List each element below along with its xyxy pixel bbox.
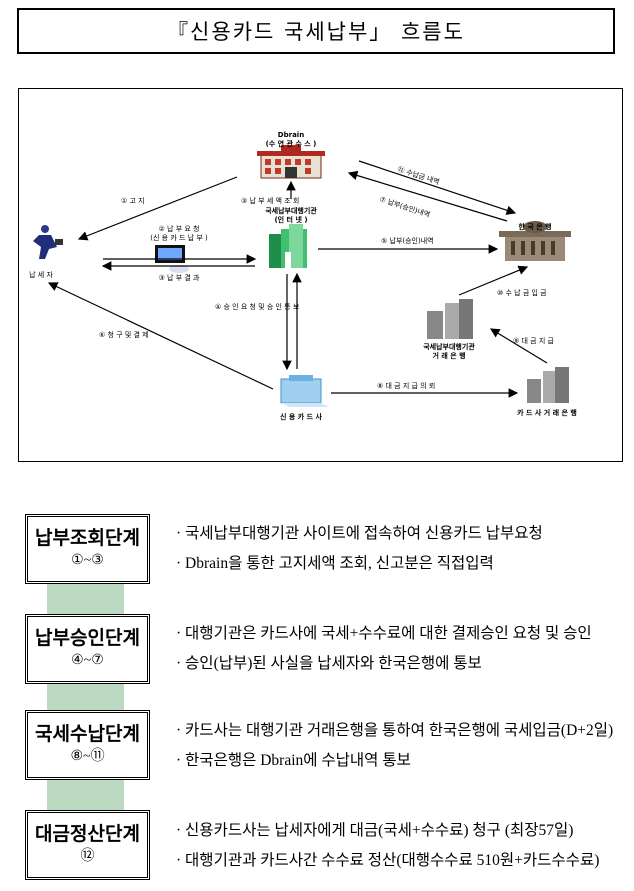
arrow-approval-to-dbrain [347, 170, 508, 222]
stage-range: ①~③ [71, 553, 104, 568]
arrow-payment [489, 328, 548, 364]
stage-description: 국세납부대행기관 사이트에 접속하여 신용카드 납부요청 Dbrain을 통한 … [176, 519, 626, 579]
card-company-building-icon [280, 375, 329, 407]
flow-diagram-canvas: Dbrain (수 연 관 수 스 ) 국세납부대행기관 (인 터 넷 ) 납 … [29, 131, 577, 421]
stage-description: 대행기관은 카드사에 국세+수수료에 대한 결제승인 요청 및 승인 승인(납부… [176, 619, 626, 679]
taxpayer-person-icon [33, 225, 63, 259]
stage-range: ⑧~⑪ [70, 749, 105, 764]
arrow-label-5: ⑤ 납부(승인)내역 [381, 236, 434, 245]
stage-name: 국세수납단계 [35, 724, 140, 745]
arrow-label-7: ⑦ 납부(승인)내역 [378, 194, 431, 219]
stage-description-line: Dbrain을 통한 고지세액 조회, 신고분은 직접입력 [176, 549, 626, 579]
stage-box: 국세수납단계 ⑧~⑪ [25, 710, 150, 780]
dbrain-label: Dbrain [278, 131, 304, 139]
page-title: 『신용카드 국세납부」 흐름도 [17, 8, 615, 54]
arrow-receipt-details [358, 160, 517, 215]
stage-name: 납부조회단계 [35, 528, 140, 549]
agency-bank-label: 국세납부대행기관 [423, 342, 475, 351]
stage-connector [47, 584, 124, 618]
bank-of-korea-label: 한 국 은 행 [518, 222, 551, 231]
arrow-notice [77, 176, 238, 241]
stage-box: 납부조회단계 ①~③ [25, 514, 150, 584]
stage-description-line: 신용카드사는 납세자에게 대금(국세+수수료) 청구 (최장57일) [176, 816, 626, 846]
stage-range: ④~⑦ [71, 653, 104, 668]
stage-box: 납부승인단계 ④~⑦ [25, 614, 150, 684]
stage-description-line: 승인(납부)된 사실을 납세자와 한국은행에 통보 [176, 649, 626, 679]
arrow-label-3: ③ 납 부 결 과 [159, 273, 200, 282]
stage-name: 대금정산단계 [35, 824, 140, 845]
stage-name: 납부승인단계 [35, 628, 140, 649]
arrow-billing [47, 282, 274, 390]
stage-description: 카드사는 대행기관 거래은행을 통하여 한국은행에 국세입금(D+2일) 한국은… [176, 716, 626, 776]
bank-of-korea-building-icon [499, 221, 571, 261]
taxpayer-label: 납 세 자 [29, 270, 53, 279]
stage-description-line: 카드사는 대행기관 거래은행을 통하여 한국은행에 국세입금(D+2일) [176, 716, 626, 746]
card-bank-building-icon [527, 367, 569, 403]
arrow-deposit [458, 265, 529, 296]
arrow-label-9: ⑨ 대 금 지 급 [513, 336, 554, 345]
stage-description-line: 대행기관은 카드사에 국세+수수료에 대한 결제승인 요청 및 승인 [176, 619, 626, 649]
arrow-label-2: ② 납 부 요 청 [159, 224, 200, 233]
arrow-label-10: ⑩ 수 납 금 입 금 [497, 288, 547, 297]
dbrain-building-icon [257, 145, 325, 179]
stage-box: 대금정산단계 ⑫ [25, 810, 150, 880]
stage-description-line: 한국은행은 Dbrain에 수납내역 통보 [176, 746, 626, 776]
card-bank-label: 카 드 사 거 래 은 행 [517, 408, 577, 417]
arrow-label-8: ⑧ 대 금 지 급 의 뢰 [377, 381, 435, 390]
agency-bank-building-icon [427, 299, 473, 339]
agency-sublabel: (인 터 넷 ) [274, 215, 307, 224]
agency-building-icon [269, 224, 307, 268]
arrow-label-3-top: ③ 납 부 세 액 조 회 [241, 196, 299, 205]
stage-connector [47, 780, 124, 814]
stage-range: ⑫ [80, 849, 95, 864]
agency-bank-sublabel: 거 래 은 행 [432, 351, 465, 360]
arrow-label-4: ④ 승 인 요 청 및 승 인 통 보 [215, 302, 300, 311]
dbrain-sublabel: (수 연 관 수 스 ) [266, 139, 317, 148]
stage-description-line: 국세납부대행기관 사이트에 접속하여 신용카드 납부요청 [176, 519, 626, 549]
agency-label: 국세납부대행기관 [265, 206, 317, 215]
stage-connector [47, 684, 124, 714]
flow-diagram: Dbrain (수 연 관 수 스 ) 국세납부대행기관 (인 터 넷 ) 납 … [18, 88, 623, 462]
card-company-label: 신 용 카 드 사 [280, 412, 323, 421]
arrow-label-1: ① 고 지 [121, 196, 145, 205]
stage-description-line: 대행기관과 카드사간 수수료 정산(대행수수료 510원+카드수수료) [176, 846, 626, 876]
arrow-label-6: ⑥ 청 구 및 결 제 [99, 330, 149, 339]
arrow-label-2b: (신 용 카 드 납 부 ) [150, 233, 208, 242]
stage-description: 신용카드사는 납세자에게 대금(국세+수수료) 청구 (최장57일) 대행기관과… [176, 816, 626, 876]
